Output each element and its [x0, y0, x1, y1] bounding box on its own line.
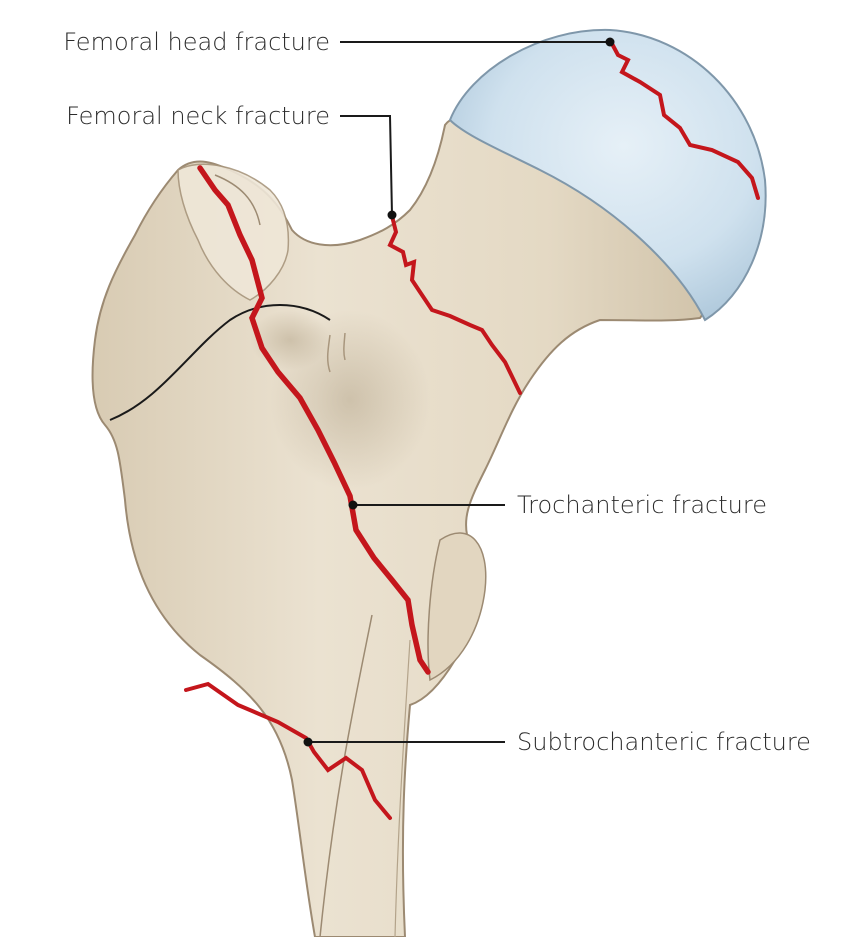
lesser-trochanter	[428, 533, 486, 680]
leader-dot-trochanteric	[349, 501, 358, 510]
label-subtrochanteric-fracture: Subtrochanteric fracture	[517, 728, 811, 756]
leader-dot-femoral-neck	[388, 211, 397, 220]
leader-femoral-neck	[340, 116, 392, 215]
label-trochanteric-fracture: Trochanteric fracture	[517, 491, 767, 519]
leader-dot-subtrochanteric	[304, 738, 313, 747]
label-femoral-neck-fracture: Femoral neck fracture	[66, 102, 330, 130]
label-femoral-head-fracture: Femoral head fracture	[63, 28, 330, 56]
leader-dot-femoral-head	[606, 38, 615, 47]
